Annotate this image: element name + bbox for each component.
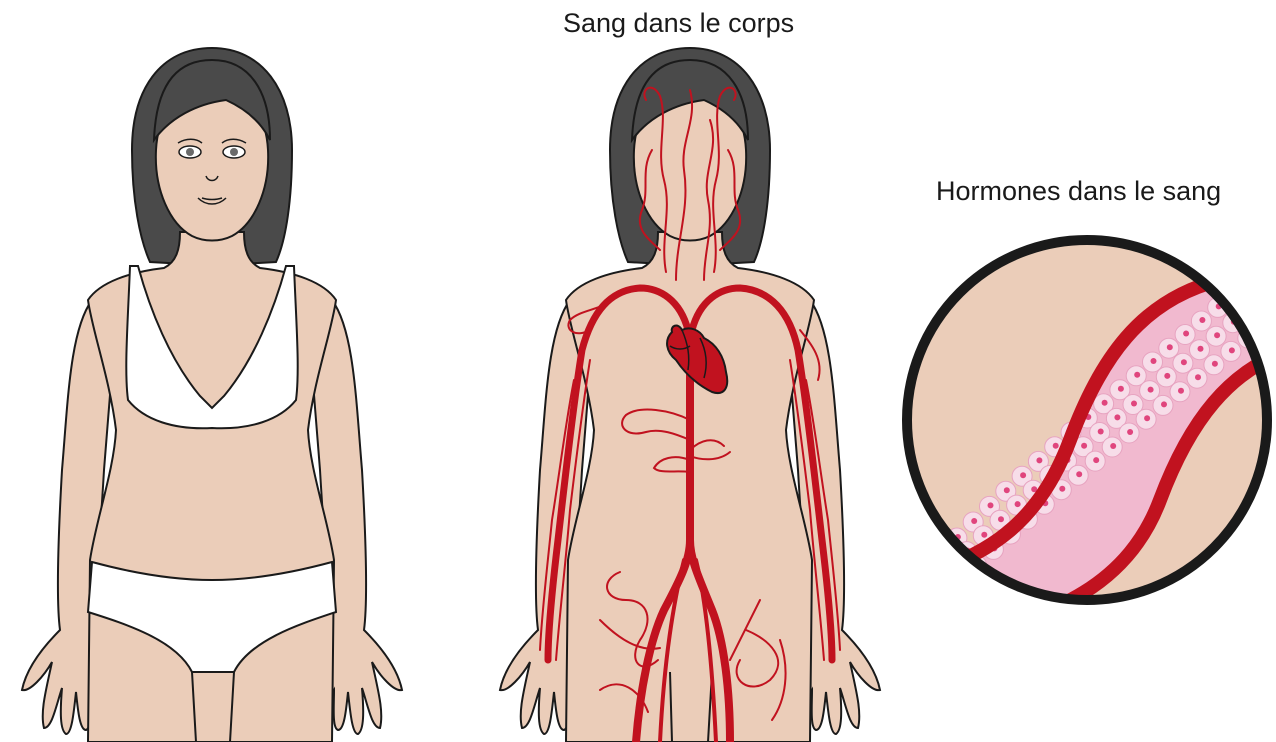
hormone-cell — [931, 545, 951, 565]
hormone-cell-nucleus — [1151, 358, 1157, 364]
hormone-cell-nucleus — [1102, 400, 1108, 406]
hormone-cell-nucleus — [1178, 388, 1184, 394]
hormone-cell-nucleus — [971, 518, 977, 524]
hormone-cell-nucleus — [1164, 373, 1170, 379]
hormone-cell-nucleus — [1198, 346, 1204, 352]
hormone-cell-nucleus — [1118, 386, 1124, 392]
hormone-cell-nucleus — [1110, 443, 1116, 449]
hormone-cell-nucleus — [1114, 414, 1120, 420]
hormone-cell — [923, 575, 943, 595]
hormone-cell-nucleus — [1161, 401, 1167, 407]
hormone-cell-nucleus — [1098, 429, 1104, 435]
woman-figure-blood — [500, 48, 880, 742]
hormone-cell-nucleus — [939, 551, 945, 557]
hormone-cell-nucleus — [1183, 331, 1189, 337]
hormone-cell-nucleus — [1212, 361, 1218, 367]
hormone-cell-nucleus — [1195, 374, 1201, 380]
hormone-cell-nucleus — [1015, 501, 1021, 507]
hormone-cell-nucleus — [1144, 415, 1150, 421]
hormone-cell-nucleus — [958, 577, 964, 583]
hormone-cell-nucleus — [1229, 347, 1235, 353]
hormone-cell — [907, 595, 927, 615]
hormone-cell-nucleus — [931, 581, 937, 587]
hormone-cell-nucleus — [1036, 457, 1042, 463]
woman-figure-left — [22, 48, 402, 742]
hormone-cell — [898, 582, 918, 602]
hormone-cell-nucleus — [941, 595, 947, 601]
hormone-cell-nucleus — [922, 568, 928, 574]
zoom-circle-hormones — [898, 240, 1276, 640]
hormone-cell-nucleus — [998, 516, 1004, 522]
hormone-cell-nucleus — [1053, 443, 1059, 449]
hormone-cell-nucleus — [1004, 487, 1010, 493]
hormone-cell — [950, 571, 970, 591]
hormone-cell — [916, 608, 936, 628]
hormone-cell-nucleus — [924, 614, 930, 620]
hormone-cell-nucleus — [1134, 372, 1140, 378]
hormone-cell-nucleus — [948, 564, 954, 570]
hormone-cell-nucleus — [1247, 305, 1253, 311]
hormone-cell-nucleus — [1167, 344, 1173, 350]
hormone-cell-nucleus — [915, 601, 921, 607]
hormone-cell-nucleus — [1059, 486, 1065, 492]
hormone-cell — [933, 589, 953, 609]
hormone-cell-nucleus — [988, 502, 994, 508]
hormone-cell-nucleus — [1020, 472, 1026, 478]
hormone-cell — [1239, 299, 1259, 319]
hormone-cell-nucleus — [1081, 443, 1087, 449]
hormone-cell-nucleus — [1263, 321, 1269, 327]
hormone-cell — [940, 558, 960, 578]
hormone-cell-nucleus — [1093, 457, 1099, 463]
hormone-cell-nucleus — [1131, 401, 1137, 407]
hormone-cell — [914, 562, 934, 582]
hormone-cell-nucleus — [1199, 317, 1205, 323]
hormone-cell-nucleus — [1076, 471, 1082, 477]
hormone-cell-nucleus — [1148, 387, 1154, 393]
hormone-cell-nucleus — [1127, 429, 1133, 435]
hormone-cell-nucleus — [1232, 290, 1238, 296]
hormone-cell-nucleus — [906, 588, 912, 594]
hormone-cell — [1255, 315, 1275, 335]
hormone-cell-nucleus — [1181, 359, 1187, 365]
hormone-cell-nucleus — [981, 532, 987, 538]
hormone-cell-nucleus — [1214, 332, 1220, 338]
